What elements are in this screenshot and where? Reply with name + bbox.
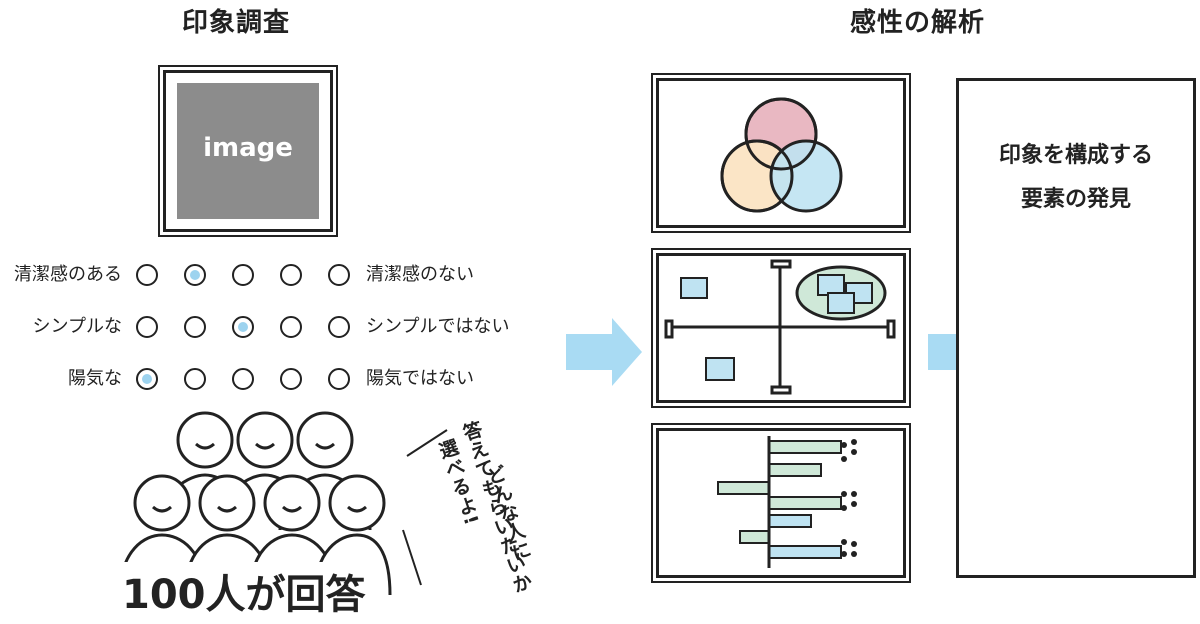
bar bbox=[768, 514, 812, 528]
bar bbox=[768, 545, 842, 559]
scale-radio-3-1[interactable] bbox=[136, 368, 158, 390]
result-line-2: 要素の発見 bbox=[1020, 187, 1131, 212]
result-panel bbox=[956, 78, 1196, 578]
bar bbox=[768, 496, 842, 510]
respondent-count: 100人が回答 bbox=[122, 572, 366, 618]
scale-radio-3-5[interactable] bbox=[328, 368, 350, 390]
positioning-map bbox=[664, 259, 896, 395]
scale-radio-2-3[interactable] bbox=[232, 316, 254, 338]
map-point bbox=[705, 357, 735, 381]
scale-radio-1-5[interactable] bbox=[328, 264, 350, 286]
result-line-1: 印象を構成する bbox=[998, 143, 1153, 168]
answer-backing bbox=[116, 562, 366, 618]
analysis-title: 感性の解析 bbox=[850, 8, 986, 38]
scale-radio-3-3[interactable] bbox=[232, 368, 254, 390]
map-point bbox=[680, 277, 708, 299]
scale-radio-3-4[interactable] bbox=[280, 368, 302, 390]
scale-radio-1-4[interactable] bbox=[280, 264, 302, 286]
image-label: image bbox=[203, 133, 293, 163]
bar-chart bbox=[717, 436, 857, 568]
image-frame: image bbox=[163, 70, 333, 232]
map-point bbox=[827, 292, 855, 314]
scale-left-label: シンプルな bbox=[32, 316, 122, 337]
bar bbox=[739, 530, 770, 544]
scale-right-label: 清潔感のない bbox=[366, 264, 474, 285]
scale-radio-2-5[interactable] bbox=[328, 316, 350, 338]
scale-radio-1-2[interactable] bbox=[184, 264, 206, 286]
image-placeholder: image bbox=[177, 83, 319, 219]
scale-right-label: シンプルではない bbox=[366, 316, 510, 337]
scale-radio-2-4[interactable] bbox=[280, 316, 302, 338]
bar bbox=[768, 463, 822, 477]
scale-radio-2-1[interactable] bbox=[136, 316, 158, 338]
bar bbox=[768, 440, 842, 454]
scale-left-label: 清潔感のある bbox=[14, 264, 122, 285]
speech-lines bbox=[402, 429, 448, 586]
scale-radio-1-3[interactable] bbox=[232, 264, 254, 286]
survey-title: 印象調査 bbox=[182, 8, 291, 38]
scale-radio-1-1[interactable] bbox=[136, 264, 158, 286]
arrow-icon bbox=[566, 318, 642, 386]
bar bbox=[717, 481, 770, 495]
scale-right-label: 陽気ではない bbox=[366, 368, 474, 389]
scale-radio-2-2[interactable] bbox=[184, 316, 206, 338]
venn-diagram bbox=[720, 97, 843, 213]
scale-left-label: 陽気な bbox=[68, 368, 122, 389]
scale-radio-3-2[interactable] bbox=[184, 368, 206, 390]
